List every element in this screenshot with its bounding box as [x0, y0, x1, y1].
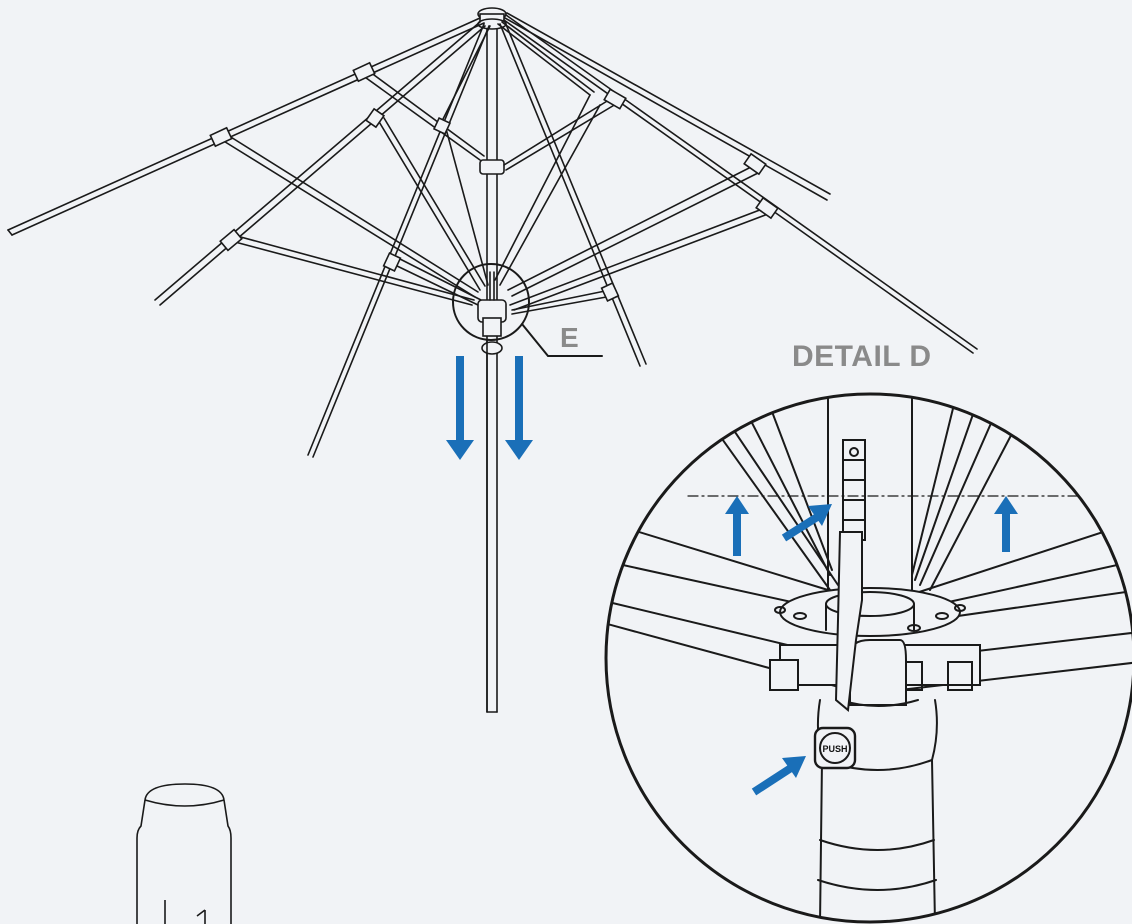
down-arrow-icon	[505, 356, 533, 460]
push-button-label: PUSH	[822, 744, 847, 754]
detail-arrows	[725, 496, 1018, 796]
rib-joints	[209, 61, 779, 302]
push-button: PUSH	[813, 726, 857, 770]
down-arrows	[446, 356, 533, 460]
callout-label-e: E	[560, 322, 580, 353]
diagonal-arrow-icon	[781, 504, 832, 542]
up-arrow-icon	[994, 496, 1018, 552]
callout-circle-e	[452, 263, 603, 357]
locking-pin	[834, 439, 866, 712]
umbrella-frame	[7, 7, 978, 713]
base-tube	[136, 783, 232, 924]
top-hub	[477, 7, 507, 30]
detail-view: PUSH	[604, 392, 1132, 924]
main-pole	[486, 17, 498, 713]
detail-title: DETAIL D	[792, 340, 932, 373]
down-arrow-icon	[446, 356, 474, 460]
lower-hub	[477, 271, 507, 355]
ribs	[7, 12, 978, 458]
diagonal-arrow-icon	[751, 756, 806, 796]
stretchers	[221, 71, 769, 315]
upper-runner	[479, 159, 505, 175]
up-arrow-icon	[725, 496, 749, 556]
